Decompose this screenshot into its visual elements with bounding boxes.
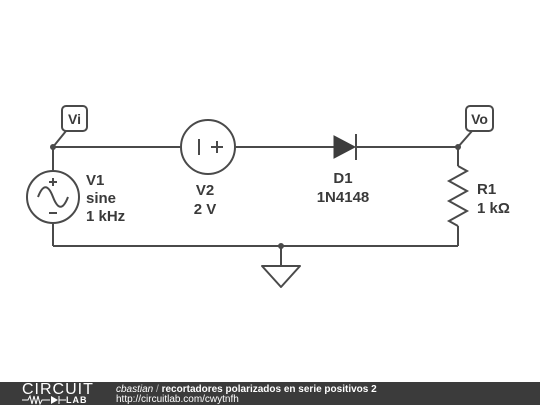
vi-probe-label: Vi: [68, 111, 81, 127]
footer-author[interactable]: cbastian: [116, 384, 154, 395]
logo-lab-text: LAB: [66, 395, 88, 405]
v1-type-label: sine: [86, 190, 116, 207]
footer-url[interactable]: http://circuitlab.com/cwytnfh: [116, 394, 239, 405]
d1-name-label: D1: [333, 170, 352, 187]
ground-symbol: [261, 265, 301, 288]
junction-dot-ground: [278, 243, 284, 249]
logo-circuit-text: CIRCUIT: [22, 381, 94, 398]
footer-circuit-title[interactable]: recortadores polarizados en serie positi…: [161, 384, 377, 395]
logo-waveform-icon: [22, 395, 66, 405]
v1-freq-label: 1 kHz: [86, 208, 125, 225]
vi-probe[interactable]: Vi: [52, 105, 88, 148]
circuitlab-logo[interactable]: CIRCUIT LAB: [22, 382, 102, 405]
v1-name-label: V1: [86, 172, 104, 189]
d1-model-label: 1N4148: [317, 189, 370, 206]
footer-credit-line: cbastian / recortadores polarizados en s…: [116, 384, 377, 395]
vo-probe[interactable]: Vo: [457, 105, 494, 148]
r1-resistor[interactable]: [446, 165, 470, 227]
footer-separator: /: [156, 384, 159, 395]
v2-value-label: 2 V: [194, 201, 217, 218]
v2-name-label: V2: [196, 182, 214, 199]
wires: [52, 146, 459, 266]
r1-value-label: 1 kΩ: [477, 200, 510, 217]
circuit-schematic: Vi Vo V1 sine 1 kHz V2 2 V D1 1N4148 R1 …: [26, 105, 510, 288]
v2-dc-source[interactable]: [180, 119, 236, 175]
r1-name-label: R1: [477, 181, 496, 198]
vo-probe-label: Vo: [471, 111, 488, 127]
footer-bar: CIRCUIT LAB cbastian / recortadores pola…: [0, 382, 540, 405]
v1-sine-source[interactable]: [26, 170, 80, 224]
d1-diode[interactable]: [333, 134, 357, 160]
